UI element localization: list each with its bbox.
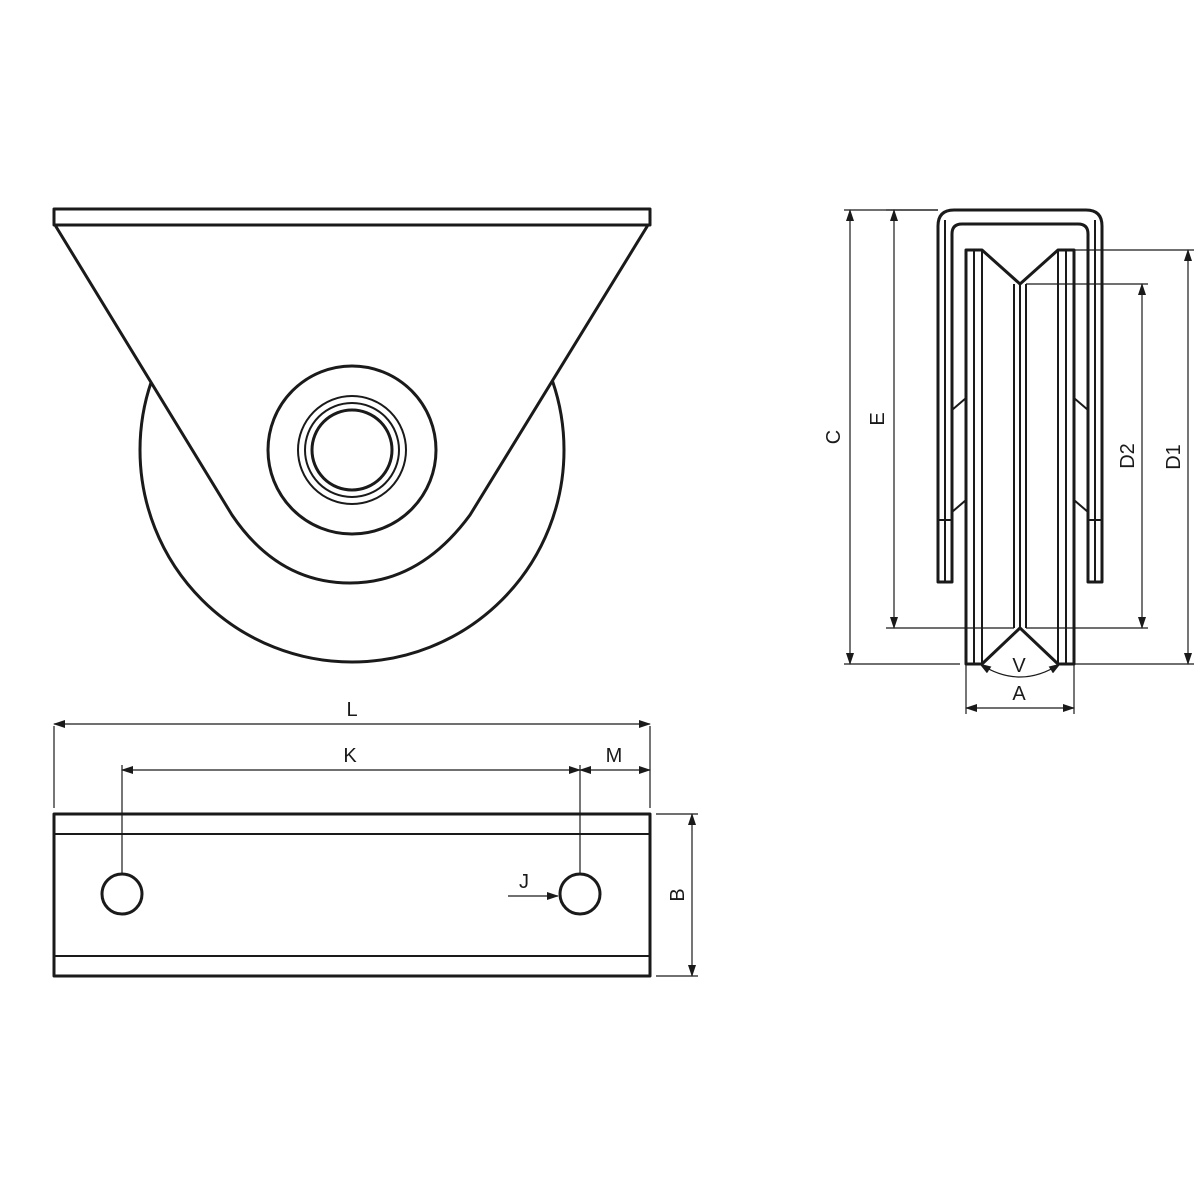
hub-ring-inner (304, 402, 400, 498)
dimension-J: J (508, 871, 559, 900)
spacer-left (951, 395, 967, 513)
dim-label-E: E (867, 412, 889, 425)
bracket-u-outer (936, 208, 1104, 584)
dimension-V: V (979, 655, 1061, 678)
mounting-hole-left (100, 872, 144, 916)
dimension-M: M (579, 745, 651, 774)
front-view (52, 207, 652, 664)
spacer-right (1073, 395, 1089, 513)
dim-label-L: L (346, 699, 357, 721)
plan-view (52, 812, 652, 978)
dim-label-C: C (823, 430, 845, 444)
dim-label-K: K (343, 745, 357, 767)
axle-bore (310, 408, 394, 492)
mounting-hole-right (558, 872, 602, 916)
dimension-K: K (121, 745, 581, 874)
dimension-D1: D1 (1074, 249, 1194, 665)
dim-label-B: B (667, 888, 689, 901)
side-view (936, 208, 1104, 666)
hub-ring (297, 395, 407, 505)
dimension-A: A (965, 664, 1075, 714)
dim-label-D2: D2 (1117, 443, 1139, 469)
dim-label-A: A (1012, 683, 1026, 705)
top-plate (52, 207, 652, 227)
dim-label-M: M (606, 745, 623, 767)
dimension-E: E (867, 209, 1014, 629)
dim-label-D1: D1 (1163, 444, 1185, 470)
dimension-B: B (656, 813, 698, 977)
dim-label-V: V (1012, 655, 1026, 677)
dimension-D2: D2 (1026, 283, 1148, 629)
dim-label-J: J (519, 871, 529, 893)
